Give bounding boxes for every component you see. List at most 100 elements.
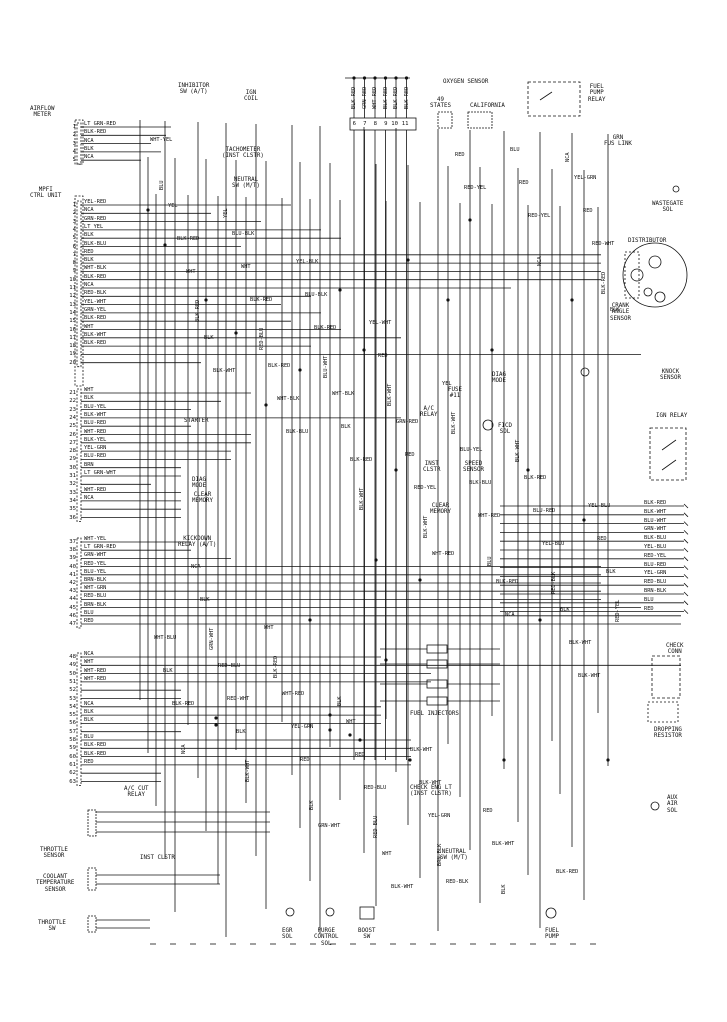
pin-number: 27: [69, 439, 76, 446]
wire-color-label: BLK-RED: [350, 457, 373, 463]
connector-group_d: [76, 537, 82, 629]
wire-color-label: BLK: [84, 395, 94, 402]
purge-sol-label: PURGE CONTROL SOL: [314, 928, 339, 947]
relay-switch: [661, 439, 677, 451]
diag-mode-label: DIAG MODE: [492, 372, 506, 385]
wire-color-label: NCA: [84, 494, 94, 501]
wire-color-label: BLK-WHT: [387, 383, 393, 406]
pin-number: 15: [69, 318, 76, 325]
dropping-resistor-box: [647, 701, 679, 723]
fuel-pump-relay-label: FUEL PUMP RELAY: [588, 84, 606, 103]
wire-color-label: WHT-YEL: [150, 137, 173, 143]
wire-color-label: NCA: [84, 651, 94, 657]
wire-color-label: LT GRN-RED: [84, 121, 116, 127]
aux-air-sol-label: AUX AIR SOL: [667, 795, 678, 814]
splice-dot: [328, 728, 332, 732]
wire-color-label: GRN-YEL: [84, 306, 107, 313]
wire-color-label: YEL: [442, 381, 452, 387]
pin-number: 43: [69, 588, 76, 595]
pin-number: 10: [391, 121, 398, 127]
wire-color-label: RED: [583, 208, 593, 214]
pin-number: 47: [69, 621, 76, 627]
pin-number: 3: [72, 218, 76, 225]
grn-fuse-link-label: GRN FUS LINK: [604, 135, 632, 148]
pin-number: 31: [69, 473, 76, 479]
splice-dot: [298, 368, 302, 372]
wire-color-label: BLK-RED: [524, 475, 547, 481]
inst-clstr-label: INST CLSTR: [423, 461, 441, 474]
wire-color-label: WHT-BLU: [154, 635, 177, 641]
pin-number: 5: [72, 157, 76, 164]
pin-number: 34: [69, 497, 76, 504]
dropping-resistor-label: DROPPING RESISTOR: [654, 727, 682, 740]
egr-sol-label: EGR SOL: [282, 928, 293, 941]
pin-number: 24: [69, 414, 76, 421]
fuel-injector: [426, 696, 448, 706]
splice-dot: [394, 468, 398, 472]
wire-color-label: BLK-YEL: [84, 436, 107, 443]
fuse-11-label: FUSE #11: [448, 387, 462, 400]
distributor-terminal: [643, 287, 653, 297]
pin-number: 10: [69, 276, 76, 283]
wire-color-label: BLU: [510, 147, 520, 153]
wire-color-label: BLU: [159, 180, 165, 190]
wire-color-label: BLK-RED: [84, 750, 107, 757]
wire-color-label: RED: [597, 536, 607, 542]
distributor-label: DISTRIBUTOR: [628, 238, 667, 244]
neutral-top-label: NEUTRAL SW (M/T): [232, 177, 260, 190]
wire-color-label: BLU: [84, 609, 94, 616]
wire-color-label: BLK-RED: [177, 236, 200, 242]
splice-dot: [328, 713, 332, 717]
pin-number: 39: [69, 555, 76, 562]
pin-number: 37: [69, 539, 76, 545]
pin-number: 40: [69, 563, 76, 570]
pin-number: 45: [69, 604, 76, 611]
wire-color-label: RED: [483, 808, 493, 814]
pin-number: 60: [69, 753, 76, 760]
pin-number: 33: [69, 489, 76, 496]
clear-memory-left-label: CLEAR MEMORY: [192, 492, 213, 505]
splice-dot: [408, 758, 412, 762]
wire-color-label: BLK-RED: [382, 86, 389, 109]
clear-memory-mid-label: CLEAR MEMORY: [430, 503, 451, 516]
wire-color-label: YEL-GRN: [644, 570, 667, 577]
tachometer-label: TACHOMETER (INST CLSTR): [222, 147, 264, 160]
splice-dot: [406, 258, 410, 262]
wire-color-label: BLU-RED: [84, 453, 107, 460]
connector-group_e: [76, 652, 82, 786]
wire-color-label: BLK: [84, 145, 94, 152]
wire-color-label: WHT: [84, 323, 94, 330]
wire-color-label: YEL-BLU: [542, 541, 565, 547]
wire-color-label: NCA: [191, 564, 201, 570]
wire-color-label: BLK-WHT: [84, 411, 107, 418]
wire-color-label: RED: [84, 758, 94, 765]
pin-number: 11: [69, 285, 76, 291]
boost-sw-label: BOOST SW: [358, 928, 376, 941]
fuel-pump-symbol: [545, 907, 557, 919]
throttle-sw-label: THROTTLE SW: [38, 920, 66, 933]
wire-color-label: RED-BLU: [84, 593, 107, 600]
wire-color-label: BLK-RED: [601, 271, 607, 294]
connector-arrow: [683, 591, 689, 597]
wire-color-label: WHT: [84, 387, 94, 393]
wire-color-label: RED-BLU: [644, 579, 667, 586]
wire-color-label: WHT: [241, 264, 251, 270]
pin-number: 11: [401, 121, 409, 127]
wire-color-label: BLU-RED: [84, 420, 107, 427]
wire-color-label: GRN-WHT: [84, 552, 107, 559]
wire-color-label: NCA: [565, 152, 571, 162]
pin-number: 57: [69, 728, 76, 735]
fuel-injectors-label: FUEL INJECTORS: [410, 711, 459, 717]
wire-color-label: GRN-RED: [84, 215, 107, 222]
pin-number: 12: [69, 293, 76, 300]
splice-dot: [348, 733, 352, 737]
splice-dot: [582, 518, 586, 522]
pin-number: 54: [69, 703, 76, 710]
wire-color-label: BLK-WHT: [213, 368, 236, 374]
wire-color-label: NCA: [84, 282, 94, 288]
wire-color-label: YEL-BLU: [588, 503, 611, 509]
wire-color-label: BLK-RED: [556, 869, 579, 875]
fico-sol-symbol: [482, 419, 494, 431]
distributor-body: [622, 242, 688, 308]
ac-relay-label: A/C RELAY: [420, 406, 438, 419]
